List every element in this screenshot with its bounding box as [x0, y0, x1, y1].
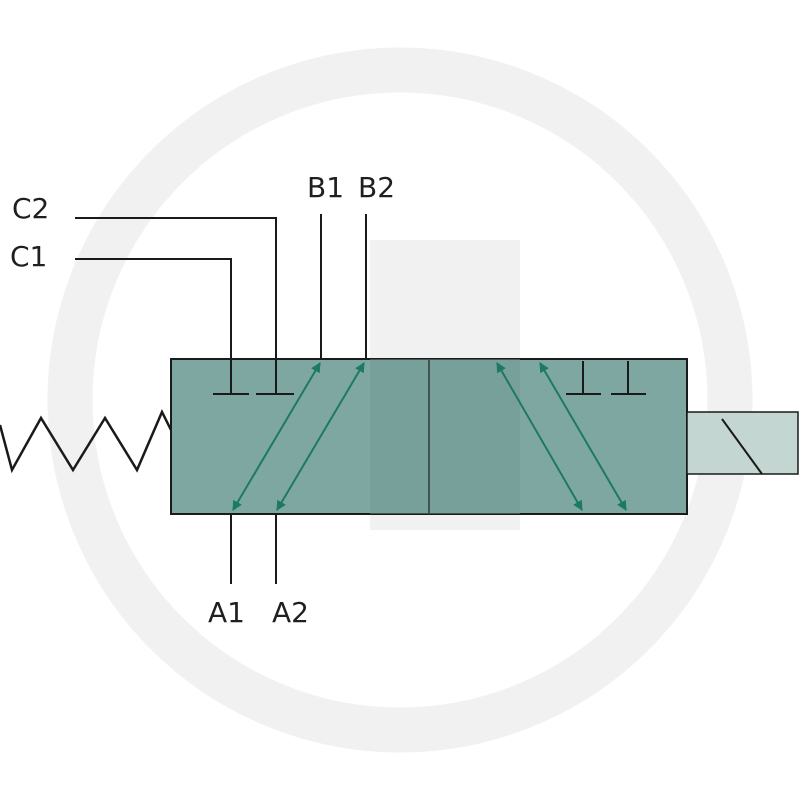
port-label-a2: A2 [272, 596, 309, 629]
c1-line [75, 258, 232, 394]
port-label-b2: B2 [358, 171, 395, 204]
port-label-a1: A1 [208, 596, 245, 629]
port-label-c2: C2 [12, 192, 49, 225]
port-lines [75, 214, 367, 584]
spring-icon [0, 409, 173, 474]
port-label-b1: B1 [307, 171, 344, 204]
flow-arrows [232, 362, 627, 511]
port-label-c1: C1 [10, 240, 47, 273]
arrow-a2-b2 [276, 362, 365, 511]
valve-watermark-overlay [370, 359, 520, 514]
plunger-actuator-icon [686, 411, 799, 475]
c2-line [75, 217, 277, 394]
arrow-right-2 [539, 362, 627, 511]
